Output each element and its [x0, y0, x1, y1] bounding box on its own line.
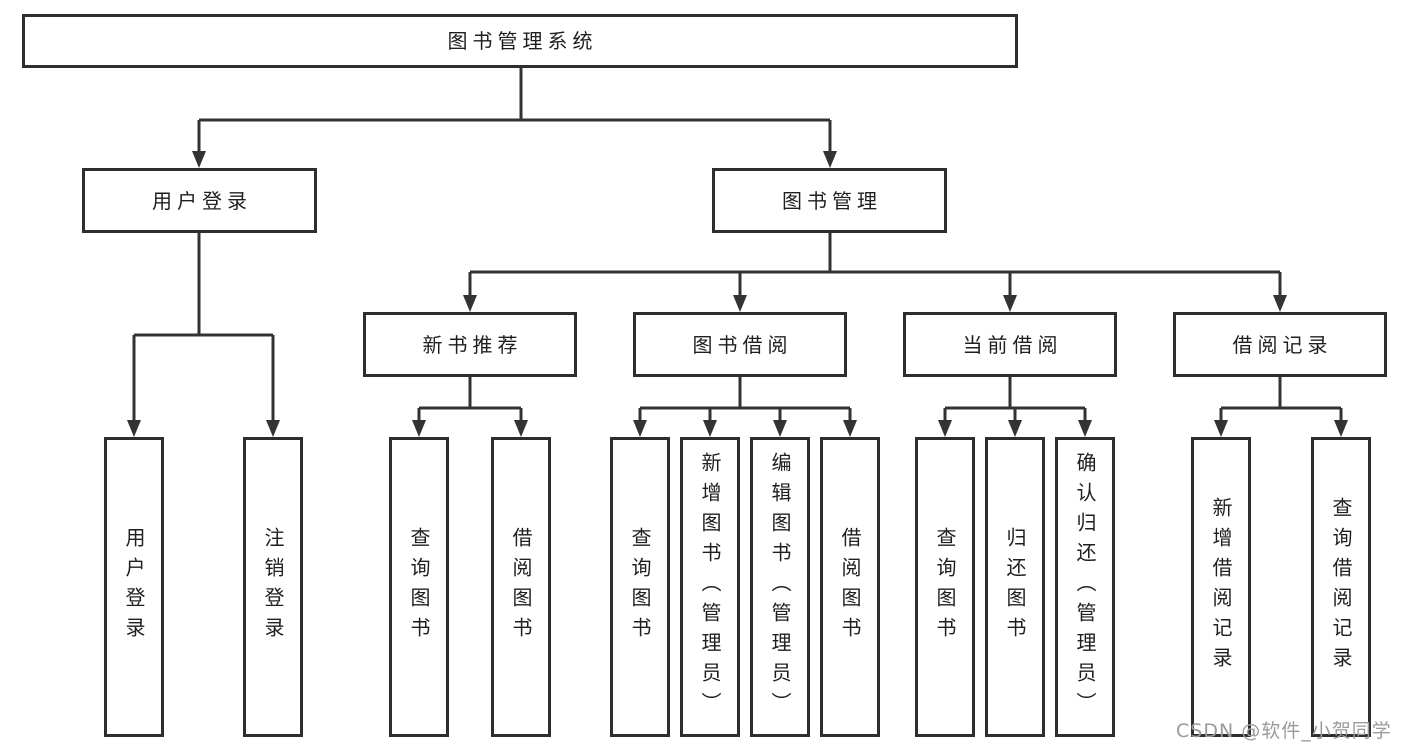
leaf-return-books: 归还图书: [985, 437, 1045, 737]
leaf-borrow-books-recommend: 借阅图书: [491, 437, 551, 737]
leaf-label: 注销登录: [261, 527, 285, 647]
leaf-label: 新增图书（管理员）: [698, 452, 722, 722]
leaf-edit-books-admin: 编辑图书（管理员）: [750, 437, 810, 737]
leaf-label: 查询图书: [407, 527, 431, 647]
leaf-query-books-current: 查询图书: [915, 437, 975, 737]
node-label: 图书借阅: [692, 332, 793, 357]
node-label: 当前借阅: [962, 332, 1063, 357]
node-book-borrow: 图书借阅: [633, 312, 847, 377]
node-new-book-recommend: 新书推荐: [363, 312, 577, 377]
leaf-query-books-borrow: 查询图书: [610, 437, 670, 737]
csdn-watermark: CSDN @软件_小贺同学: [1176, 720, 1392, 742]
node-label: 图书管理: [782, 188, 882, 213]
leaf-borrow-books: 借阅图书: [820, 437, 880, 737]
node-user-login: 用户登录: [82, 168, 317, 233]
node-borrow-records: 借阅记录: [1173, 312, 1387, 377]
node-label: 新书推荐: [422, 332, 523, 357]
leaf-label: 新增借阅记录: [1209, 497, 1233, 677]
leaf-confirm-return-admin: 确认归还（管理员）: [1055, 437, 1115, 737]
leaf-user-login: 用户登录: [104, 437, 164, 737]
leaf-logout: 注销登录: [243, 437, 303, 737]
node-root-system: 图书管理系统: [22, 14, 1018, 68]
node-label: 图书管理系统: [447, 29, 598, 53]
node-current-borrow: 当前借阅: [903, 312, 1117, 377]
leaf-label: 归还图书: [1003, 527, 1027, 647]
leaf-label: 确认归还（管理员）: [1073, 452, 1097, 722]
leaf-label: 查询图书: [628, 527, 652, 647]
arrowheads: [127, 151, 1348, 437]
node-book-management: 图书管理: [712, 168, 947, 233]
leaf-label: 借阅图书: [509, 527, 533, 647]
leaf-label: 编辑图书（管理员）: [768, 452, 792, 722]
leaf-add-borrow-record: 新增借阅记录: [1191, 437, 1251, 737]
node-label: 用户登录: [152, 188, 252, 213]
leaf-label: 用户登录: [122, 527, 146, 647]
leaf-label: 借阅图书: [838, 527, 862, 647]
node-label: 借阅记录: [1232, 332, 1333, 357]
leaf-label: 查询借阅记录: [1329, 497, 1353, 677]
leaf-query-borrow-record: 查询借阅记录: [1311, 437, 1371, 737]
leaf-add-books-admin: 新增图书（管理员）: [680, 437, 740, 737]
leaf-query-books-recommend: 查询图书: [389, 437, 449, 737]
leaf-label: 查询图书: [933, 527, 957, 647]
